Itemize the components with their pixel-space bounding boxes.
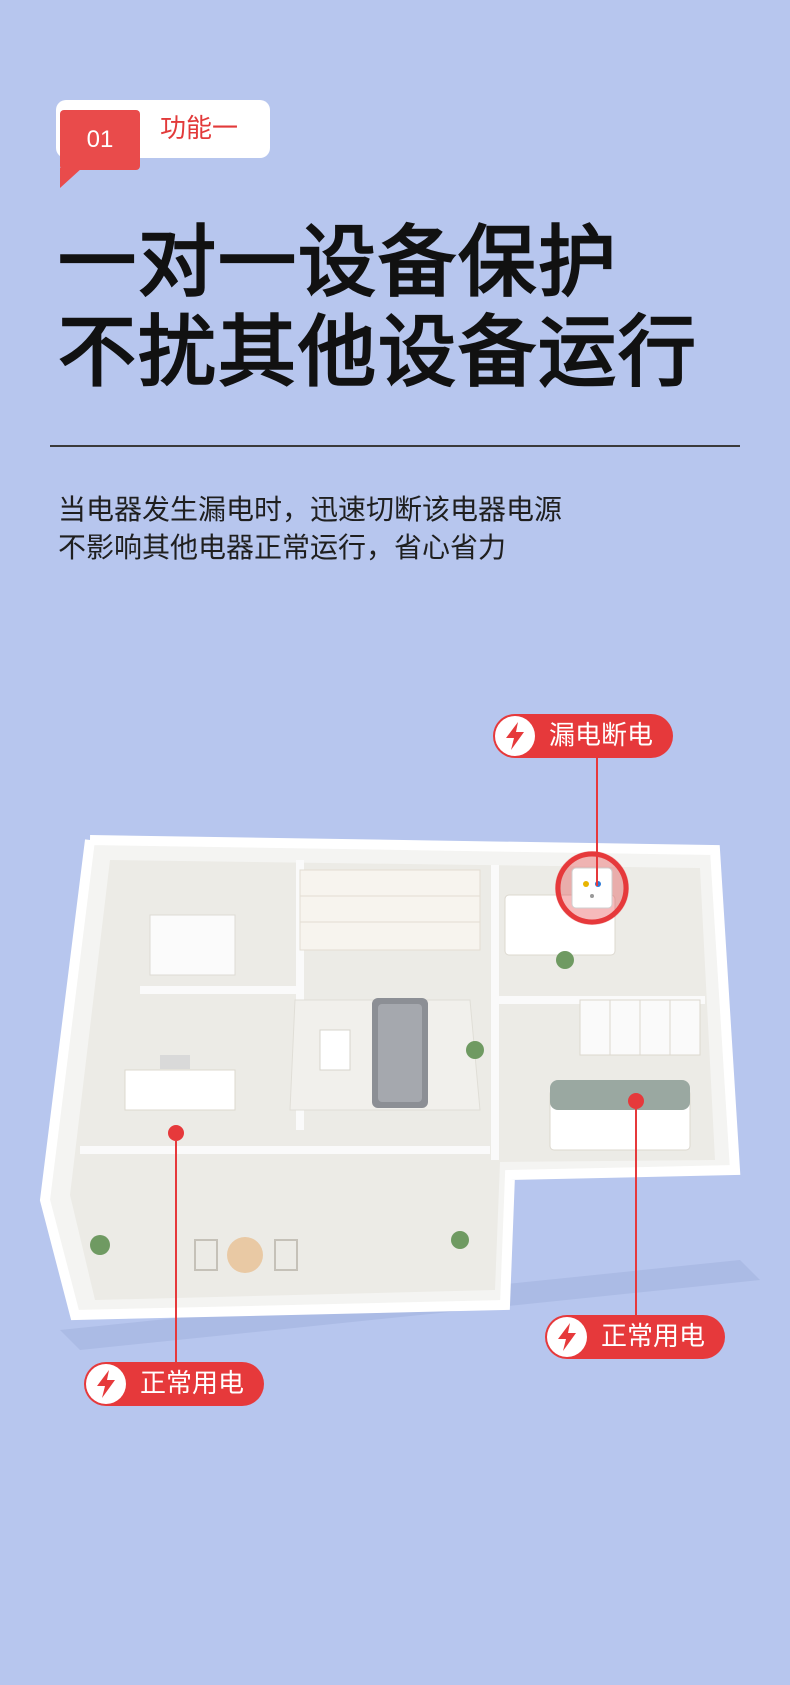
- headline-line-2: 不扰其他设备运行: [58, 308, 699, 398]
- feature-number: 01: [60, 110, 140, 170]
- lightning-bolt-icon: [547, 1317, 587, 1357]
- kitchen-marker-dot: [168, 1125, 184, 1141]
- normal-power-text-right: 正常用电: [601, 1322, 706, 1352]
- bedroom-marker-dot: [628, 1093, 644, 1109]
- feature-label: 功能一: [160, 114, 239, 144]
- feature-tag: 01 功能一: [56, 100, 270, 188]
- divider: [50, 445, 740, 447]
- normal-power-text-left: 正常用电: [140, 1369, 245, 1399]
- leak-cutoff-label: 漏电断电: [493, 714, 674, 758]
- tag-speech-tail: [60, 168, 82, 188]
- kitchen-connector-line: [175, 1141, 177, 1362]
- normal-power-label-right: 正常用电: [545, 1315, 726, 1359]
- normal-power-label-left: 正常用电: [84, 1362, 265, 1406]
- headline-line-1: 一对一设备保护: [58, 218, 619, 308]
- description-line-1: 当电器发生漏电时，迅速切断该电器电源: [58, 493, 563, 526]
- description-line-2: 不影响其他电器正常运行，省心省力: [58, 531, 507, 564]
- lightning-bolt-icon: [86, 1364, 126, 1404]
- lightning-bolt-icon: [495, 716, 535, 756]
- leak-cutoff-text: 漏电断电: [549, 721, 654, 751]
- bedroom-connector-line: [635, 1109, 637, 1315]
- apartment-floorplan-illustration: [39, 835, 760, 1350]
- leak-connector-line: [596, 758, 598, 886]
